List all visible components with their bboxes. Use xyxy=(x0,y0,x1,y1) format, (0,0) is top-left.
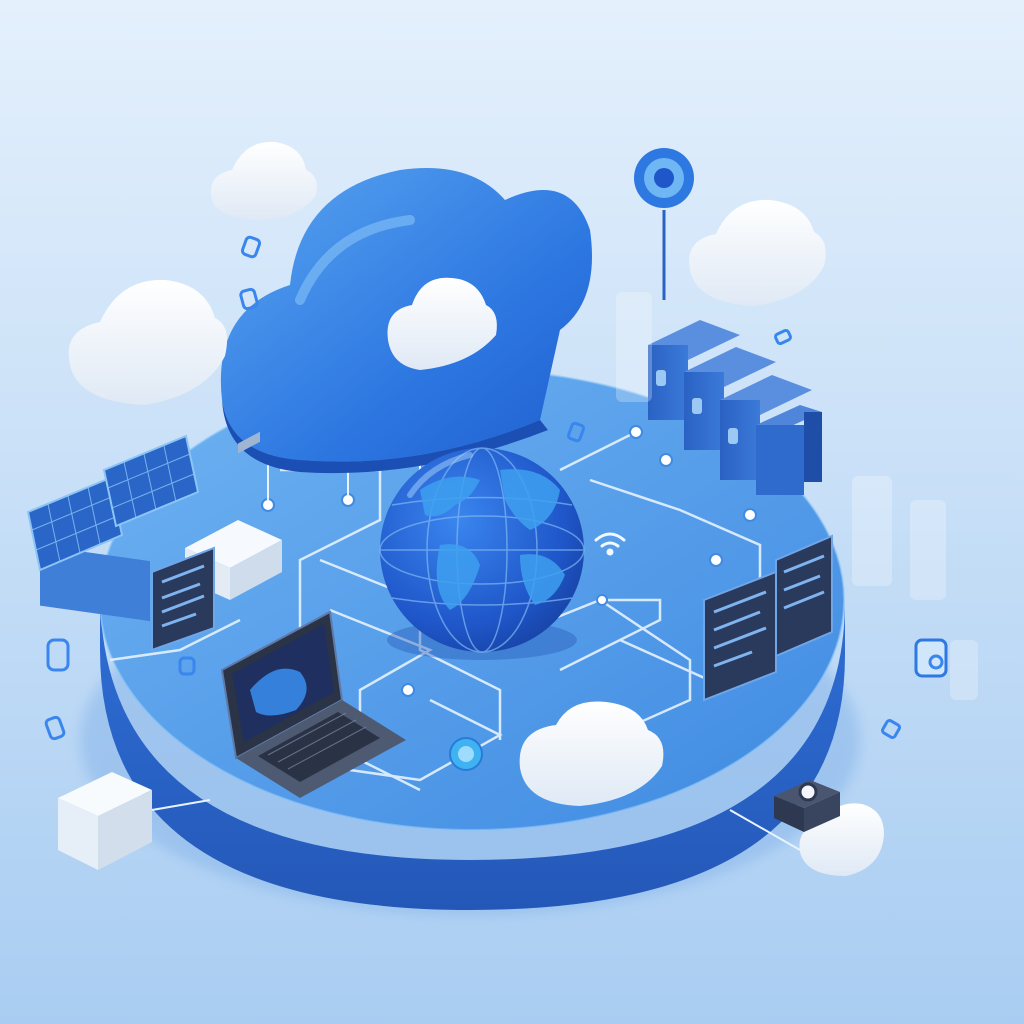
white-cloud-icon xyxy=(210,141,317,220)
document-panel-icon xyxy=(703,534,833,702)
white-cloud-icon xyxy=(689,199,826,306)
laptop-icon xyxy=(220,610,406,798)
white-cloud-icon xyxy=(799,803,884,876)
wifi-signal-icon xyxy=(594,532,626,556)
printer-icon xyxy=(58,772,211,870)
floating-link-icons xyxy=(44,235,948,741)
document-panel-icon xyxy=(151,546,215,652)
server-rack-icon xyxy=(648,320,822,495)
white-cloud-icon xyxy=(68,279,228,405)
camera-device-icon xyxy=(729,780,840,851)
network-node-icon xyxy=(449,737,483,771)
white-cloud-icon xyxy=(519,701,664,806)
background-data-stacks xyxy=(616,292,978,700)
globe-icon xyxy=(379,447,585,660)
solar-panel-icon xyxy=(26,434,200,622)
location-pin-icon xyxy=(634,148,694,300)
